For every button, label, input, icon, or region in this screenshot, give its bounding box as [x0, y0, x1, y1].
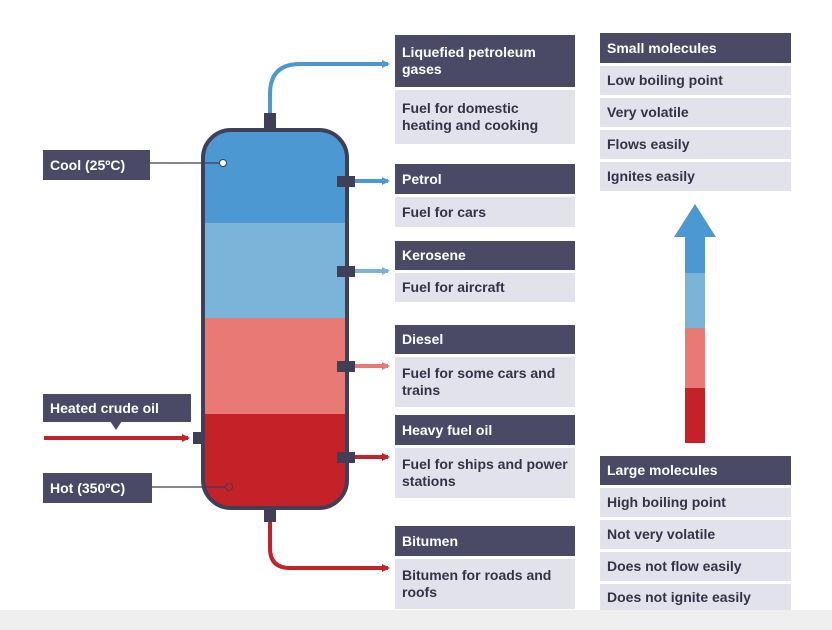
- fraction-name-heavy-fuel-oil: Heavy fuel oil: [395, 415, 575, 445]
- hot-temperature-label: Hot (350ºC): [43, 473, 152, 503]
- fraction-name-bitumen: Bitumen: [395, 526, 575, 556]
- cool-temperature-label: Cool (25ºC): [43, 150, 150, 180]
- small-molecules-property: Ignites easily: [600, 162, 791, 191]
- bottom-pipe-stub: [264, 506, 276, 522]
- lpg-pipe-arrow: [268, 60, 390, 113]
- feed-label-tail: [110, 421, 122, 430]
- fraction-name-petrol: Petrol: [395, 164, 575, 194]
- fraction-use-diesel: Fuel for some cars and trains: [395, 357, 575, 407]
- molecule-arrow-seg-blue: [685, 236, 705, 273]
- fraction-name-kerosene: Kerosene: [395, 241, 575, 270]
- heated-crude-oil-label: Heated crude oil: [43, 394, 191, 422]
- small-molecules-property: Low boiling point: [600, 66, 791, 95]
- hot-pointer-dot: [225, 483, 233, 491]
- large-molecules-property: High boiling point: [600, 488, 791, 517]
- large-molecules-heading: Large molecules: [600, 456, 791, 485]
- fraction-use-heavy-fuel-oil: Fuel for ships and power stations: [395, 448, 575, 498]
- molecule-arrow-head: [674, 204, 716, 237]
- molecule-arrow-seg-red: [685, 388, 705, 443]
- small-molecules-property: Flows easily: [600, 130, 791, 159]
- molecule-arrow-seg-salmon: [685, 328, 705, 388]
- bitumen-pipe-arrow: [268, 522, 390, 572]
- band-salmon: [203, 318, 347, 414]
- column-fill: [203, 130, 347, 508]
- petrol-outlet: [337, 176, 355, 187]
- footer-band: [0, 610, 832, 630]
- large-molecules-property: Does not ignite easily: [600, 584, 791, 610]
- small-molecules-heading: Small molecules: [600, 33, 791, 63]
- diesel-outlet: [337, 361, 355, 372]
- large-molecules-property: Not very volatile: [600, 520, 791, 549]
- fraction-use-bitumen: Bitumen for roads and roofs: [395, 559, 575, 609]
- fraction-name-lpg: Liquefied petroleum gases: [395, 35, 575, 87]
- fraction-use-lpg: Fuel for domestic heating and cooking: [395, 90, 575, 144]
- large-molecules-property: Does not flow easily: [600, 552, 791, 581]
- heavy-fuel-oil-outlet: [337, 452, 355, 463]
- fraction-use-petrol: Fuel for cars: [395, 197, 575, 227]
- cool-pointer-dot: [219, 159, 227, 167]
- kerosene-outlet: [337, 266, 355, 277]
- feed-inlet: [193, 432, 205, 444]
- band-cool-blue: [203, 130, 347, 223]
- band-hot-red: [203, 414, 347, 508]
- band-light-blue: [203, 223, 347, 318]
- fraction-use-kerosene: Fuel for aircraft: [395, 273, 575, 302]
- fraction-name-diesel: Diesel: [395, 325, 575, 354]
- top-pipe-stub: [264, 113, 276, 130]
- molecule-arrow-seg-light-blue: [685, 273, 705, 328]
- small-molecules-property: Very volatile: [600, 98, 791, 127]
